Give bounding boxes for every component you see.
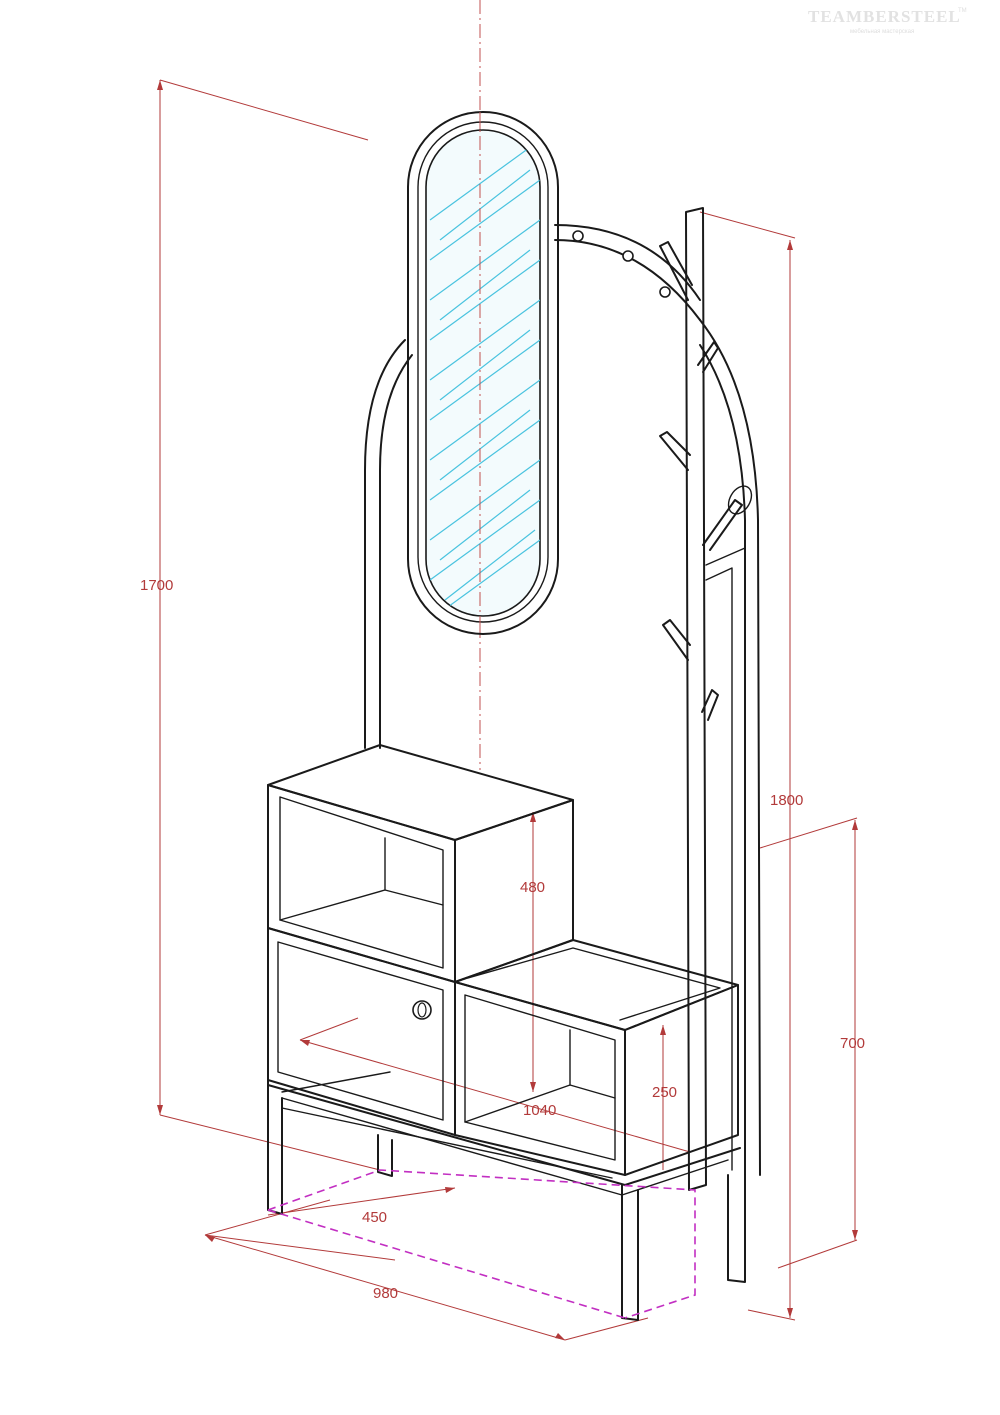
base-rail-lower [281,1097,729,1196]
rack-branch-4 [702,499,743,551]
ext-line-rack-height-bottom [747,1309,796,1321]
upper-box [267,744,574,983]
arrow-rack-height-top [787,240,793,250]
compartment-opening [464,994,616,1161]
drawer-front [267,927,456,1136]
rack-panel-frame-inner [705,567,733,1171]
base-rail-left [281,1071,391,1093]
ext-line-width-right [564,1317,649,1341]
rack-panel-frame [705,547,746,1176]
arch-frame-right-inner [699,344,746,1176]
dim-box-height: 480 [520,879,545,896]
dim-length: 1040 [523,1102,556,1119]
rack-branch-3 [659,431,691,471]
leg-back-left [377,1134,393,1177]
arrow-seat-height-top [660,1025,666,1035]
arch-hook-2 [622,250,634,262]
rack-post [685,207,707,1191]
arrow-width-left [205,1235,215,1242]
upper-box-top [267,744,574,841]
arrow-depth [445,1187,455,1193]
seat-top-inner [467,947,721,1021]
mirror-frame-outer [407,111,559,635]
arch-frame [364,224,761,1176]
upper-box-opening [279,796,444,969]
brand-logo: TEAMBERSTEEL TM мебельная мастерская [808,7,967,35]
drawer-panel [277,941,444,1121]
arch-frame-left-outer [364,339,406,749]
dim-cabinet-height: 700 [840,1035,865,1052]
mirror-reflection-hatching [429,139,540,616]
mirror-glass [425,129,541,617]
lower-cabinet [267,927,739,1176]
arrow-total-height-top [157,80,163,90]
dim-seat-height: 250 [652,1084,677,1101]
arch-hook-1 [572,230,584,242]
rack-branch-5 [662,619,691,661]
seat-top [454,939,739,1031]
mirror-frame-inner [417,121,549,623]
drawer-knob-inner [417,1002,427,1018]
dim-line-width [204,1234,566,1341]
dim-total-height: 1700 [140,577,173,594]
ext-line-total-height-bottom [159,1114,381,1171]
leg-front-left [267,1079,283,1215]
leg-front-right [621,1184,639,1321]
rack-branch-1 [659,241,693,301]
arrow-length-left [300,1040,310,1046]
logo-tagline: мебельная мастерская [850,29,914,35]
ext-line-cabinet-height-bottom [777,1239,858,1269]
arrow-width-right [555,1333,565,1340]
arrow-box-height-top [530,812,536,822]
dim-line-depth-lower [204,1234,396,1261]
arch-frame-right-outer [699,319,761,1176]
dim-width: 980 [373,1285,398,1302]
coat-rack [659,207,753,1191]
ext-line-total-height-top [159,79,369,141]
upper-box-front [267,784,456,983]
logo-mark: TM [958,8,967,14]
rack-branch-4-hook [727,485,753,515]
arrow-cabinet-height-top [852,820,858,830]
leg-back-right [727,1174,746,1283]
base-stretcher [281,1107,613,1179]
logo-name: TEAMBERSTEEL [808,7,961,26]
upper-box-shelf [279,889,444,921]
arch-frame-top-outer [554,224,701,301]
upper-box-side [454,799,574,983]
arch-hook-3 [659,286,671,298]
oval-mirror [407,111,559,635]
dim-rack-height: 1800 [770,792,803,809]
ext-line-rack-height-top [699,211,796,239]
rack-branch-6 [701,689,719,721]
arch-frame-left-inner [379,354,413,749]
ext-line-length-left [299,1017,359,1041]
arrow-cabinet-height-bottom [852,1230,858,1240]
arrow-rack-height-bottom [787,1308,793,1318]
dim-depth: 450 [362,1209,387,1226]
footprint-front-edge [267,1209,626,1319]
cabinet-side [624,984,739,1176]
compartment-front [454,981,626,1176]
arrow-box-height-bottom [530,1082,536,1092]
footprint-outline [267,1169,696,1319]
arrow-total-height-bottom [157,1105,163,1115]
ext-line-cabinet-height-top [759,817,858,849]
ext-line-depth [204,1199,331,1236]
drawer-knob [412,1000,432,1020]
dim-line-depth-upper [267,1187,456,1216]
rack-branch-2 [697,341,719,373]
